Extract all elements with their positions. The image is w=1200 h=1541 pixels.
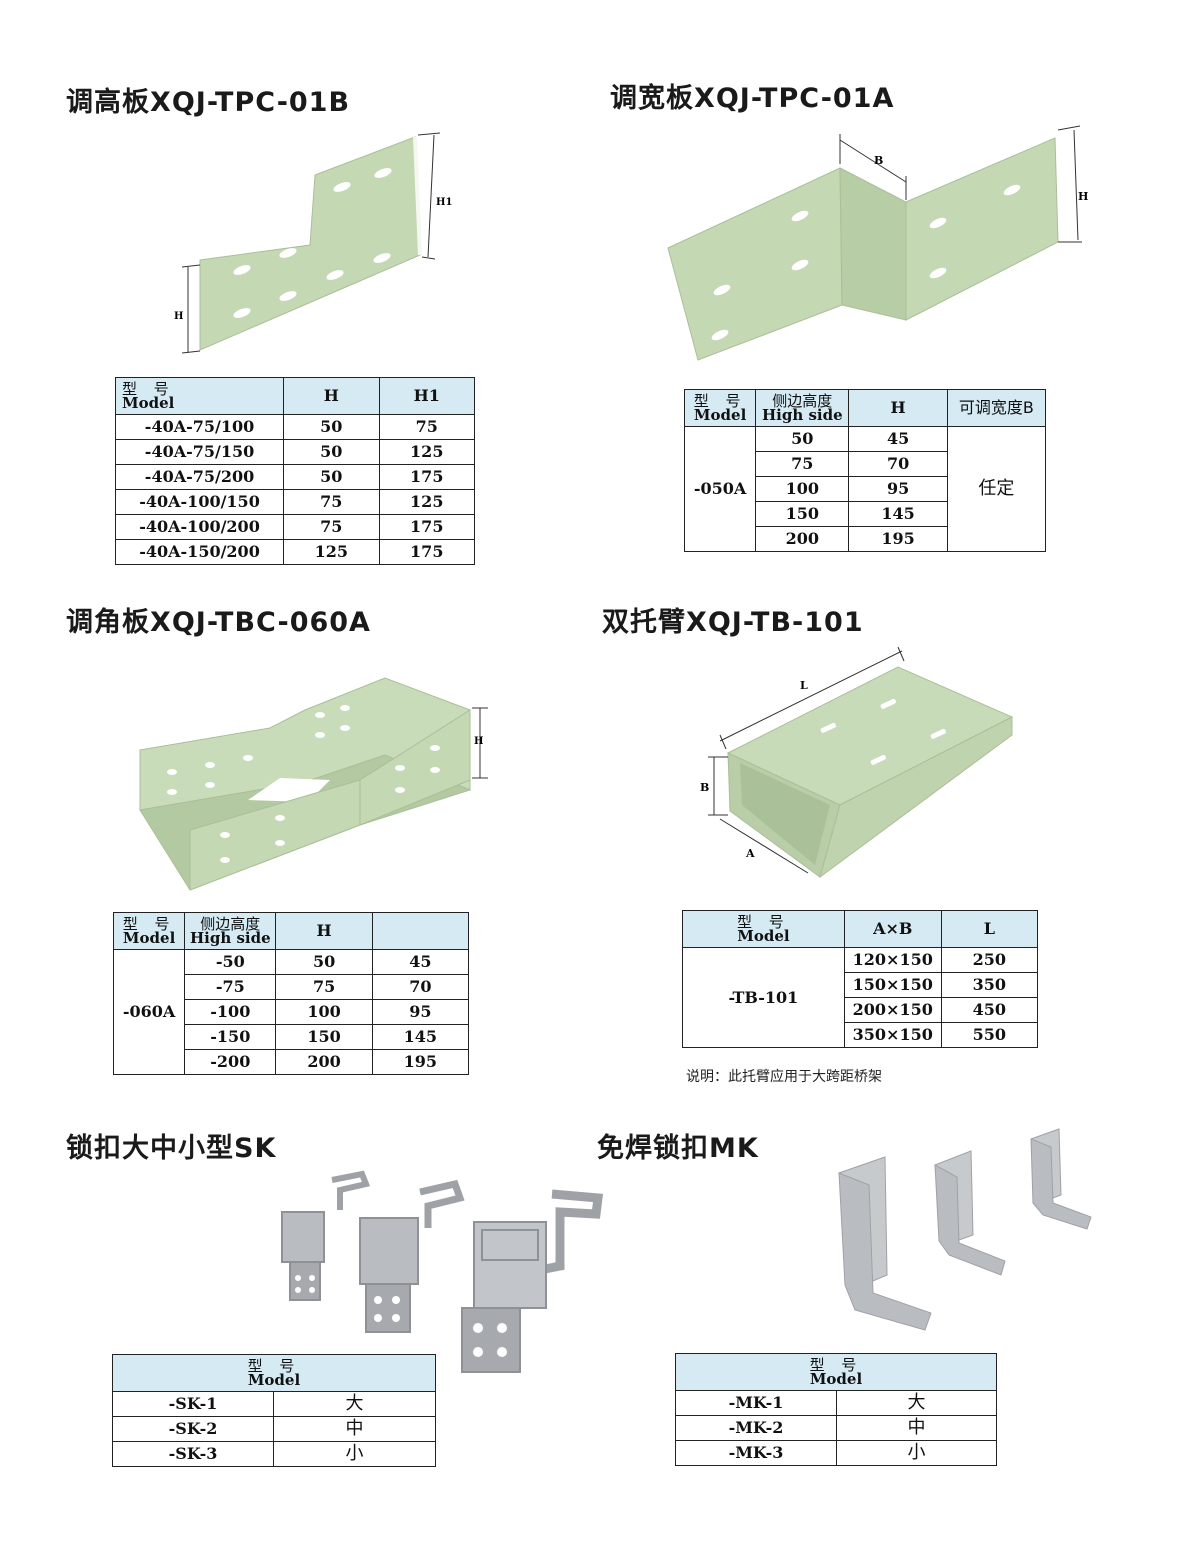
tpc01b-dim-h1: H1 xyxy=(436,197,452,208)
tbc060a-table: 型 号 Model 侧边高度 High side H -060A -50 50 … xyxy=(112,912,470,1075)
tpc01a-dim-b: B xyxy=(874,154,883,167)
tpc01a-side-cn: 侧边高度 xyxy=(772,392,833,410)
tbc060a-side-cn: 侧边高度 xyxy=(200,915,261,933)
tpc01a-col-b: 可调宽度B xyxy=(946,389,1047,427)
tpc01a-right-plate xyxy=(905,137,1059,321)
tbc060a-model-cn: 型 号 xyxy=(122,915,176,933)
tb101-inner xyxy=(740,763,830,865)
tb101-title: 双托臂XQJ-TB-101 xyxy=(602,607,864,638)
sk-small-clip xyxy=(281,1170,371,1301)
tpc01a-col-h: H xyxy=(848,389,948,427)
mk-small-clip xyxy=(1030,1128,1092,1230)
tb101-model-en: Model xyxy=(737,927,790,945)
tpc01a-table: 型 号 Model 侧边高度 High side H 可调宽度B -050A 5… xyxy=(683,389,1047,552)
mk-large-clip xyxy=(838,1156,932,1331)
tpc01b-col-h1: H1 xyxy=(378,377,476,415)
tpc01a-left-plate xyxy=(667,167,843,361)
tb101-dim-a: A xyxy=(745,847,755,860)
tb101-col-l: L xyxy=(940,910,1039,948)
tpc01a-model: -050A xyxy=(683,426,757,552)
tbc060a-model: -060A xyxy=(112,949,186,1075)
tb101-table: 型 号 Model A×B L -TB-101 120×150 250 150×… xyxy=(682,910,1039,1048)
tpc01b-col-h: H xyxy=(283,377,380,415)
tbc060a-title: 调角板XQJ-TBC-060A xyxy=(66,607,371,638)
table-row: -060A -50 50 45 xyxy=(112,949,470,1075)
mk-illustration xyxy=(838,1128,1092,1331)
tpc01b-model-en: Model xyxy=(122,394,175,412)
tpc01b-model-cn: 型 号 xyxy=(122,380,175,398)
tbc060a-side-en: High side xyxy=(189,929,271,947)
sk-medium-clip xyxy=(359,1179,465,1333)
tb101-dim-l: L xyxy=(800,679,808,692)
tb101-dim-b: B xyxy=(700,781,709,794)
tbc060a-illustration: H xyxy=(139,677,488,891)
mk-title: 免焊锁扣MK xyxy=(597,1133,759,1164)
mk-medium-clip xyxy=(934,1150,1006,1276)
tpc01a-illustration: B H xyxy=(667,125,1088,361)
tpc01b-dim-h: H xyxy=(174,311,183,322)
tbc060a-col-empty xyxy=(371,912,470,950)
sk-large-clip xyxy=(461,1189,604,1373)
tpc01a-model-en: Model xyxy=(693,406,747,424)
tpc01b-title: 调高板XQJ-TPC-01B xyxy=(66,87,351,118)
tb101-slots xyxy=(820,698,946,765)
tpc01a-dim-h: H xyxy=(1078,190,1088,203)
tpc01a-adjust: 任定 xyxy=(946,426,1047,552)
sk-illustration xyxy=(281,1170,604,1373)
mk-model-cn: 型 号 xyxy=(809,1356,863,1374)
tb101-note: 说明：此托臂应用于大跨距桥架 xyxy=(686,1069,882,1085)
sk-model-cn: 型 号 xyxy=(247,1357,301,1375)
tbc060a-dim-h: H xyxy=(474,736,483,747)
tpc01b-illustration: H H1 xyxy=(174,132,452,354)
tpc01b-slots xyxy=(233,168,392,318)
tbc060a-col-h: H xyxy=(275,912,373,950)
tpc01a-model-cn: 型 号 xyxy=(693,392,747,410)
tpc01a-middle-plate xyxy=(839,167,907,321)
tbc060a-model-en: Model xyxy=(122,929,176,947)
mk-model-en: Model xyxy=(809,1370,863,1388)
tb101-side xyxy=(819,716,1013,879)
tbc060a-right-wall xyxy=(359,709,471,826)
tpc01a-side-en: High side xyxy=(761,406,843,424)
tb101-model: -TB-101 xyxy=(682,947,845,1048)
table-row: -050A 50 45 任定 xyxy=(683,426,1047,552)
tb101-col-ab: A×B xyxy=(843,910,942,948)
table-row: -TB-101 120×150 250 xyxy=(682,947,1039,1048)
sk-title: 锁扣大中小型SK xyxy=(66,1133,277,1164)
tpc01a-slots xyxy=(711,184,1021,341)
tb101-model-cn: 型 号 xyxy=(737,913,790,931)
tbc060a-holes xyxy=(167,705,440,863)
tpc01a-title: 调宽板XQJ-TPC-01A xyxy=(610,83,895,114)
tb101-illustration: L B A xyxy=(700,646,1014,879)
sk-model-en: Model xyxy=(247,1371,301,1389)
